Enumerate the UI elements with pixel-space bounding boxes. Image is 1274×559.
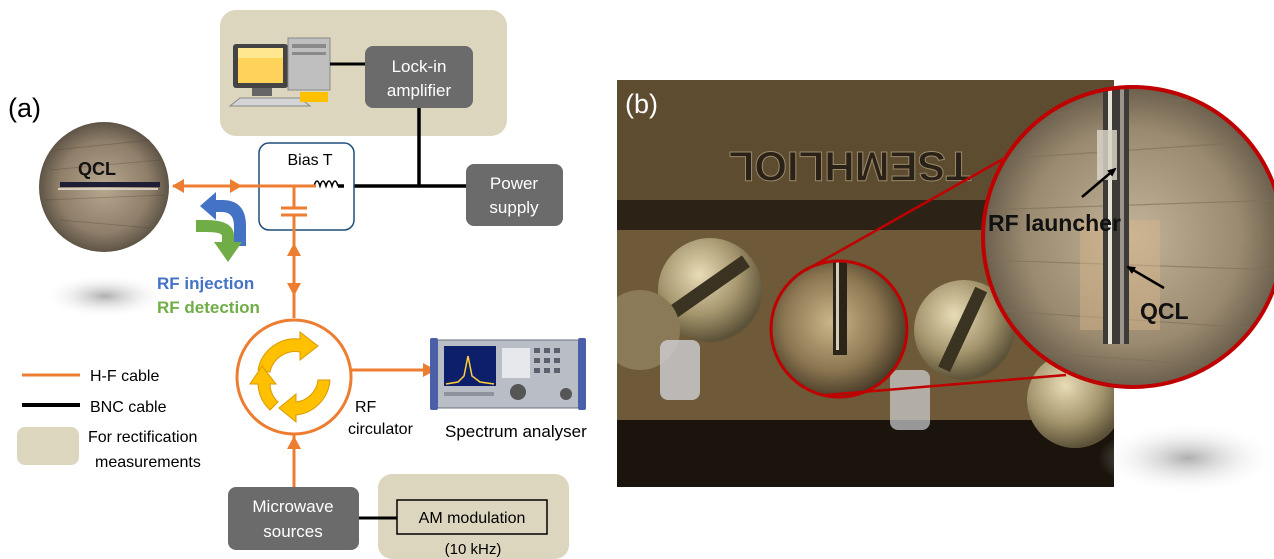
screw-right bbox=[914, 280, 1014, 380]
qcl-shadow bbox=[43, 274, 167, 318]
hf-arrowhead-down bbox=[287, 283, 301, 296]
bias-t-label: Bias T bbox=[287, 152, 332, 169]
hf-arrowhead-analyser bbox=[423, 363, 436, 377]
rectification-box-am bbox=[378, 474, 569, 559]
circulator-arrows-icon bbox=[249, 330, 331, 424]
inductor-symbol bbox=[313, 180, 339, 189]
circulator-label-line2: circulator bbox=[348, 421, 414, 438]
rf-launcher-tip bbox=[1097, 130, 1117, 180]
power-supply-line2: supply bbox=[489, 198, 539, 217]
power-supply-line1: Power bbox=[490, 174, 539, 193]
legend-bnc-label: BNC cable bbox=[90, 399, 167, 416]
lockin-label-line1: Lock-in bbox=[392, 57, 447, 76]
am-modulation-box bbox=[396, 499, 548, 535]
zoom-shadow bbox=[1098, 422, 1274, 494]
legend-hf-label: H-F cable bbox=[90, 368, 159, 385]
spectrum-analyser-label: Spectrum analyser bbox=[445, 422, 587, 441]
rf-launcher-label: RF launcher bbox=[988, 210, 1121, 236]
lockin-label-line2: amplifier bbox=[387, 81, 452, 100]
hf-arrowhead-left bbox=[172, 179, 184, 193]
lockin-amplifier-box bbox=[365, 46, 473, 108]
waveguide-rail bbox=[1103, 87, 1129, 344]
circulator-label-line1: RF bbox=[355, 399, 377, 416]
zoom-connector-top bbox=[805, 157, 1004, 272]
legend-rect-line1: For rectification bbox=[88, 429, 197, 446]
panel-b-label: (b) bbox=[625, 89, 658, 119]
microwave-sources-box bbox=[228, 487, 359, 550]
zoom-connector-bottom bbox=[825, 373, 1067, 397]
hf-arrowhead-up bbox=[287, 243, 301, 256]
screw-left bbox=[658, 238, 762, 342]
microwave-label-line2: sources bbox=[263, 522, 323, 541]
rf-detection-arrow bbox=[196, 220, 242, 262]
rf-injection-arrow bbox=[200, 192, 246, 246]
engraving-text: TSEMHLIOL bbox=[729, 143, 972, 190]
qcl-label: QCL bbox=[78, 159, 116, 179]
legend-rect-swatch bbox=[17, 427, 79, 465]
legend: H-F cable BNC cable For rectification me… bbox=[17, 368, 201, 471]
hf-arrowhead-right bbox=[230, 179, 242, 193]
rf-injection-label: RF injection bbox=[157, 274, 254, 293]
microwave-label-line1: Microwave bbox=[252, 497, 333, 516]
rf-launcher-pointer bbox=[1081, 167, 1117, 198]
zoom-circle bbox=[981, 85, 1274, 389]
hf-arrowhead-circulator-in bbox=[287, 436, 301, 449]
qcl-pointer bbox=[1126, 265, 1165, 290]
am-modulation-label: AM modulation bbox=[419, 510, 526, 527]
legend-rect-line2: measurements bbox=[95, 454, 201, 471]
spectrum-analyser-icon bbox=[430, 338, 586, 410]
power-supply-box bbox=[466, 164, 563, 226]
rf-detection-label: RF detection bbox=[157, 298, 260, 317]
computer-icon bbox=[228, 37, 331, 107]
am-frequency-label: (10 kHz) bbox=[445, 541, 502, 558]
qcl-b-label: QCL bbox=[1140, 298, 1189, 324]
panel-a-label: (a) bbox=[8, 93, 41, 123]
qcl-microscope-image bbox=[39, 122, 169, 252]
